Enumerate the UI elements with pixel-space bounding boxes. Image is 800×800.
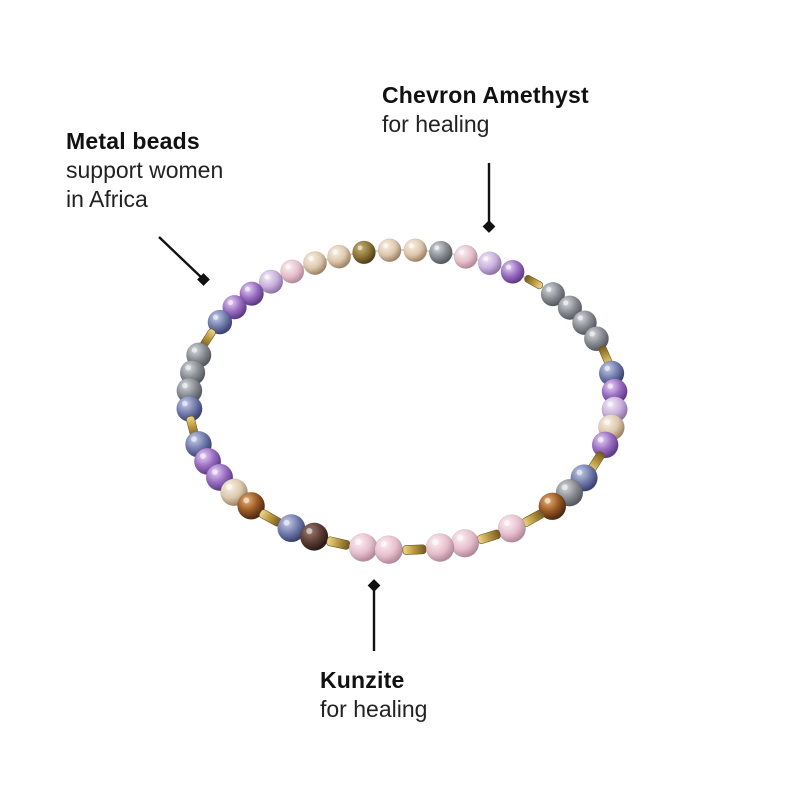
bead-highlight — [182, 382, 188, 389]
bead-highlight — [604, 365, 610, 372]
bead-highlight — [185, 364, 191, 371]
kunzite-bead — [453, 244, 478, 269]
bead-group — [176, 238, 628, 565]
labradorite-bead — [428, 240, 453, 265]
kunzite-callout: Kunzite for healing — [320, 666, 427, 724]
chevron-amethyst-callout: Chevron Amethyst for healing — [382, 81, 589, 139]
bead-highlight — [408, 243, 414, 249]
kunzite-bead — [450, 529, 480, 558]
bead-highlight — [332, 249, 338, 255]
bead-highlight — [264, 274, 270, 280]
jasper-bead — [327, 244, 352, 269]
metal-beads-title: Metal beads — [66, 128, 200, 154]
bead-highlight — [576, 469, 583, 476]
bead-highlight — [563, 300, 569, 306]
bead-highlight — [505, 264, 512, 270]
bead-highlight — [504, 520, 510, 526]
jasper-bead — [303, 251, 327, 276]
jasper-bead — [403, 238, 428, 263]
metal-beads-description-line-2: in Africa — [66, 185, 148, 212]
bead-highlight — [227, 299, 233, 306]
bead-highlight — [561, 484, 568, 491]
bead-highlight — [285, 264, 291, 270]
bead-highlight — [597, 436, 604, 443]
chevron-amethyst-title: Chevron Amethyst — [382, 82, 589, 108]
bead-highlight — [226, 483, 233, 490]
bead-highlight — [607, 383, 613, 390]
amethyst-bead — [500, 259, 525, 284]
metal-spacer-bead — [524, 275, 544, 290]
kunzite-title: Kunzite — [320, 667, 405, 693]
bead-highlight — [457, 534, 464, 541]
bead-highlight — [306, 528, 313, 535]
bead-highlight — [589, 331, 595, 337]
kunzite-description: for healing — [320, 695, 428, 722]
kunzite-bead — [348, 533, 378, 562]
bead-highlight — [459, 249, 465, 255]
bead-highlight — [357, 245, 363, 251]
lavender-bead — [477, 251, 502, 276]
metal-spacer-bead — [477, 529, 501, 545]
bead-highlight — [577, 315, 583, 321]
chevron-amethyst-pointer — [482, 163, 496, 233]
metal-beads-callout: Metal beads support women in Africa — [66, 127, 223, 213]
kunzite-bead — [374, 535, 404, 565]
bead-highlight — [213, 314, 219, 320]
bead-highlight — [283, 519, 290, 526]
metal-beads-description-line-1: support women — [66, 156, 224, 183]
bead-highlight — [434, 245, 440, 251]
metal-spacer-bead — [326, 536, 351, 550]
bead-highlight — [432, 538, 439, 546]
smoky-quartz-bead — [300, 522, 329, 551]
bead-highlight — [308, 255, 314, 261]
bead-highlight — [244, 286, 251, 292]
bead-highlight — [182, 400, 188, 407]
metal-spacer-bead — [402, 544, 427, 555]
bead-highlight — [380, 541, 387, 548]
kunzite-pointer — [367, 579, 381, 651]
bead-highlight — [546, 286, 552, 292]
chevron-amethyst-description: for healing — [382, 110, 490, 137]
bead-highlight — [607, 401, 613, 408]
bead-highlight — [604, 419, 610, 426]
bead-highlight — [211, 469, 218, 475]
metal-beads-pointer — [158, 236, 210, 286]
bead-highlight — [544, 497, 551, 504]
bead-highlight — [243, 497, 250, 504]
kunzite-bead — [425, 533, 455, 562]
jasper-bead — [377, 238, 402, 263]
bronze-bead — [352, 240, 376, 265]
kunzite-bead — [497, 514, 526, 543]
bead-highlight — [355, 538, 362, 546]
bead-highlight — [191, 347, 198, 353]
kunzite-bead — [280, 259, 305, 284]
bead-highlight — [200, 453, 206, 459]
bead-highlight — [483, 256, 489, 262]
bead-highlight — [383, 243, 389, 249]
bead-highlight — [191, 436, 197, 442]
